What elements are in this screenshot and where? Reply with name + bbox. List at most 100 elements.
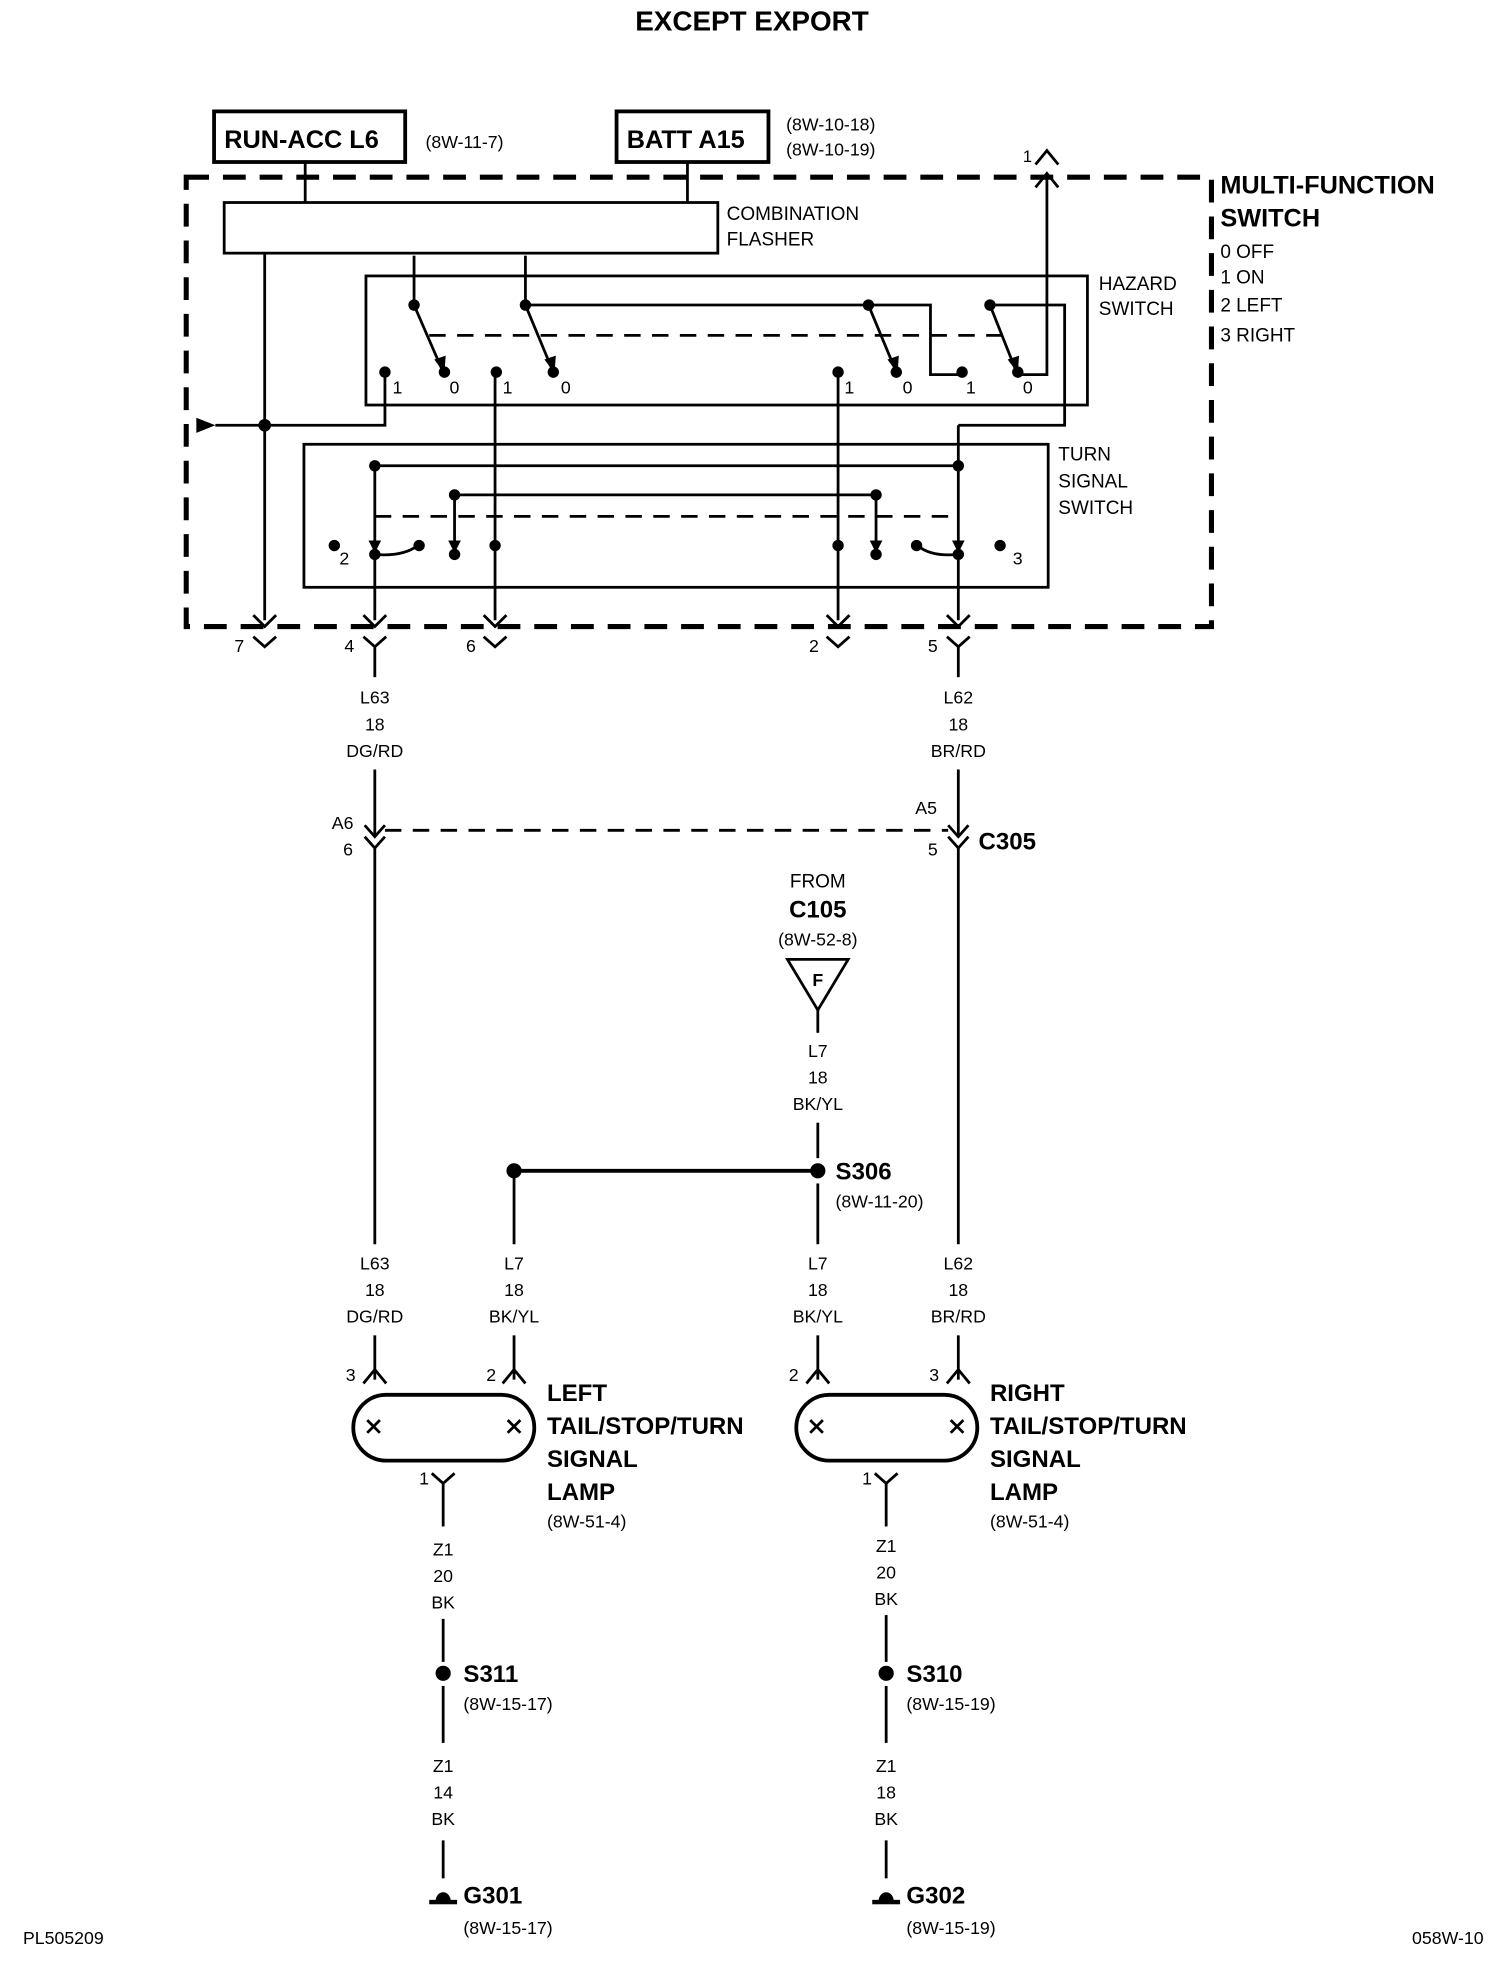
svg-text:L62: L62 bbox=[944, 688, 974, 708]
svg-text:SWITCH: SWITCH bbox=[1099, 299, 1174, 320]
svg-text:Z1: Z1 bbox=[433, 1756, 454, 1776]
pin-1-connector: 1 bbox=[1023, 148, 1060, 189]
svg-text:Z1: Z1 bbox=[433, 1540, 454, 1560]
svg-text:0: 0 bbox=[561, 378, 571, 398]
svg-text:0: 0 bbox=[449, 378, 459, 398]
svg-text:18: 18 bbox=[948, 1280, 968, 1300]
wire-l62-lower: L62 18 BR/RD bbox=[931, 1254, 986, 1327]
page-id: 058W-10 bbox=[1412, 1928, 1484, 1948]
svg-text:1: 1 bbox=[844, 378, 854, 398]
svg-text:18: 18 bbox=[365, 1280, 385, 1300]
multifunction-switch-outline bbox=[183, 174, 1214, 630]
svg-text:1: 1 bbox=[503, 378, 513, 398]
svg-text:L63: L63 bbox=[360, 688, 390, 708]
svg-text:RIGHT: RIGHT bbox=[990, 1380, 1065, 1407]
wire-l63-upper: L63 18 DG/RD bbox=[346, 688, 403, 761]
ground-icon bbox=[435, 1892, 451, 1902]
svg-text:TURN: TURN bbox=[1058, 445, 1111, 466]
svg-text:BK/YL: BK/YL bbox=[489, 1307, 539, 1327]
wire-z1-left-upper: Z1 20 BK bbox=[431, 1540, 455, 1613]
svg-text:(8W-15-17): (8W-15-17) bbox=[463, 1918, 552, 1938]
wire-l62-upper: L62 18 BR/RD bbox=[931, 688, 986, 761]
svg-text:18: 18 bbox=[948, 714, 968, 734]
svg-text:20: 20 bbox=[433, 1566, 453, 1586]
svg-text:L7: L7 bbox=[808, 1041, 828, 1061]
svg-text:20: 20 bbox=[876, 1562, 896, 1582]
svg-text:5: 5 bbox=[928, 636, 938, 656]
svg-text:LAMP: LAMP bbox=[547, 1479, 615, 1506]
svg-text:L7: L7 bbox=[808, 1254, 828, 1274]
svg-text:3: 3 bbox=[1013, 549, 1023, 569]
turn-signal-switch: TURN SIGNAL SWITCH 2 3 bbox=[302, 425, 1133, 621]
svg-text:G302: G302 bbox=[906, 1883, 965, 1910]
svg-text:0: 0 bbox=[903, 378, 913, 398]
svg-text:BK/YL: BK/YL bbox=[793, 1094, 843, 1114]
batt-ref-1: (8W-10-18) bbox=[786, 114, 875, 134]
svg-text:A5: A5 bbox=[915, 798, 937, 818]
svg-text:4: 4 bbox=[344, 636, 354, 656]
combination-flasher: COMBINATION FLASHER bbox=[222, 201, 859, 255]
svg-text:S311: S311 bbox=[463, 1661, 518, 1688]
mfs-title-2: SWITCH bbox=[1220, 205, 1320, 233]
svg-text:TAIL/STOP/TURN: TAIL/STOP/TURN bbox=[547, 1413, 744, 1440]
svg-text:C105: C105 bbox=[789, 897, 846, 924]
svg-text:SIGNAL: SIGNAL bbox=[547, 1446, 638, 1473]
svg-text:TAIL/STOP/TURN: TAIL/STOP/TURN bbox=[990, 1413, 1187, 1440]
svg-text:BK: BK bbox=[431, 1593, 455, 1613]
svg-text:2: 2 bbox=[809, 636, 819, 656]
svg-text:18: 18 bbox=[808, 1067, 828, 1087]
wire-l7-from-c105: L7 18 BK/YL bbox=[793, 1041, 843, 1114]
svg-text:BK: BK bbox=[874, 1809, 898, 1829]
mfs-position-0: 0 OFF bbox=[1220, 242, 1274, 263]
svg-text:BR/RD: BR/RD bbox=[931, 741, 986, 761]
svg-text:0: 0 bbox=[1023, 378, 1033, 398]
svg-text:SWITCH: SWITCH bbox=[1058, 498, 1133, 519]
lamp-filament-icon bbox=[366, 1419, 381, 1434]
wire-z1-right-lower: Z1 18 BK bbox=[874, 1756, 898, 1829]
svg-text:G301: G301 bbox=[463, 1883, 522, 1910]
wire-z1-left-lower: Z1 14 BK bbox=[431, 1756, 455, 1829]
s306-splice: S306 (8W-11-20) bbox=[506, 1159, 924, 1212]
svg-text:3: 3 bbox=[929, 1365, 939, 1385]
svg-text:A6: A6 bbox=[332, 813, 354, 833]
wire-l63-lower: L63 18 DG/RD bbox=[346, 1254, 403, 1327]
batt-ref-2: (8W-10-19) bbox=[786, 140, 875, 160]
svg-text:DG/RD: DG/RD bbox=[346, 741, 403, 761]
mfs-position-2: 2 LEFT bbox=[1220, 295, 1283, 316]
input-arrow-icon bbox=[196, 417, 216, 433]
svg-text:SIGNAL: SIGNAL bbox=[1058, 471, 1128, 492]
svg-text:6: 6 bbox=[343, 840, 353, 860]
svg-text:COMBINATION: COMBINATION bbox=[727, 204, 859, 225]
svg-text:F: F bbox=[812, 970, 823, 990]
svg-text:HAZARD: HAZARD bbox=[1099, 274, 1177, 295]
svg-text:2: 2 bbox=[339, 549, 349, 569]
svg-text:LEFT: LEFT bbox=[547, 1380, 607, 1407]
batt-label: BATT A15 bbox=[627, 126, 745, 154]
s311-splice: S311 (8W-15-17) bbox=[435, 1661, 553, 1714]
figure-id: PL505209 bbox=[23, 1928, 104, 1948]
svg-text:2: 2 bbox=[486, 1365, 496, 1385]
svg-text:18: 18 bbox=[365, 714, 385, 734]
svg-text:DG/RD: DG/RD bbox=[346, 1307, 403, 1327]
g301-ground: G301 (8W-15-17) bbox=[429, 1883, 553, 1938]
svg-text:BR/RD: BR/RD bbox=[931, 1307, 986, 1327]
svg-text:(8W-15-17): (8W-15-17) bbox=[463, 1694, 552, 1714]
diagram-title: EXCEPT EXPORT bbox=[635, 5, 869, 36]
svg-text:L7: L7 bbox=[504, 1254, 524, 1274]
svg-text:Z1: Z1 bbox=[876, 1756, 897, 1776]
right-tail-stop-turn-lamp: 2 3 1 RIGHT TAIL/STOP/TURN SIGNAL LAMP (… bbox=[789, 1365, 1187, 1532]
svg-text:1: 1 bbox=[966, 378, 976, 398]
svg-text:L62: L62 bbox=[944, 1254, 974, 1274]
svg-text:LAMP: LAMP bbox=[990, 1479, 1058, 1506]
c305-connector: A6 6 A5 5 C305 bbox=[332, 798, 1036, 860]
wire-l7-right: L7 18 BK/YL bbox=[793, 1254, 843, 1327]
svg-text:(8W-11-20): (8W-11-20) bbox=[836, 1192, 924, 1212]
wire-l7-left: L7 18 BK/YL bbox=[489, 1254, 539, 1327]
batt-source: BATT A15 (8W-10-18) (8W-10-19) bbox=[614, 109, 875, 164]
g302-ground: G302 (8W-15-19) bbox=[872, 1883, 996, 1938]
svg-text:7: 7 bbox=[234, 636, 244, 656]
lamp-filament-icon bbox=[809, 1419, 824, 1434]
mfs-position-1: 1 ON bbox=[1220, 268, 1264, 289]
svg-text:6: 6 bbox=[466, 636, 476, 656]
